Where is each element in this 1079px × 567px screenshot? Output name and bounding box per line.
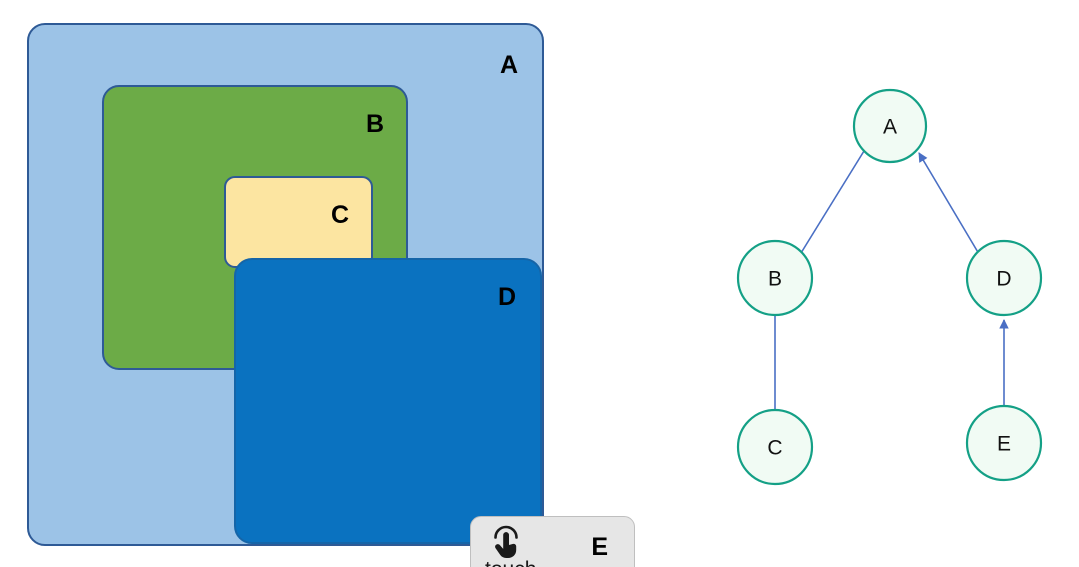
node-b-label: B [768,268,782,291]
region-d[interactable]: D E touch [234,258,635,567]
tree-node-c[interactable]: C [736,408,814,486]
node-b-circle[interactable] [736,239,814,317]
region-c[interactable]: C [224,176,373,268]
edge-d-to-a [918,152,980,255]
node-a-circle[interactable] [852,88,928,164]
region-e[interactable]: E touch [470,516,635,567]
node-e-circle[interactable] [965,404,1043,482]
region-a[interactable]: A B C D E touch [27,23,635,567]
node-d-label: D [996,268,1011,291]
region-a-label: A [499,51,518,79]
touch-label: touch [485,558,565,567]
tree-node-a[interactable]: A [852,88,928,164]
edge-b-to-a [800,150,865,254]
touch-annotation: touch [485,525,565,567]
region-c-label: C [330,201,349,229]
tree-node-e[interactable]: E [965,404,1043,482]
tree-node-b[interactable]: B [736,239,814,317]
region-b-label: B [365,110,384,138]
region-d-label: D [497,283,516,311]
tree-node-d[interactable]: D [965,239,1043,317]
node-a-label: A [883,116,897,139]
touch-gesture-icon [494,525,518,558]
containment-tree: A B D C E [736,88,1043,486]
region-e-label: E [591,533,608,561]
tree-edges [774,150,1009,410]
node-c-label: C [767,437,782,460]
node-c-circle[interactable] [736,408,814,486]
node-e-label: E [997,433,1011,456]
node-d-circle[interactable] [965,239,1043,317]
